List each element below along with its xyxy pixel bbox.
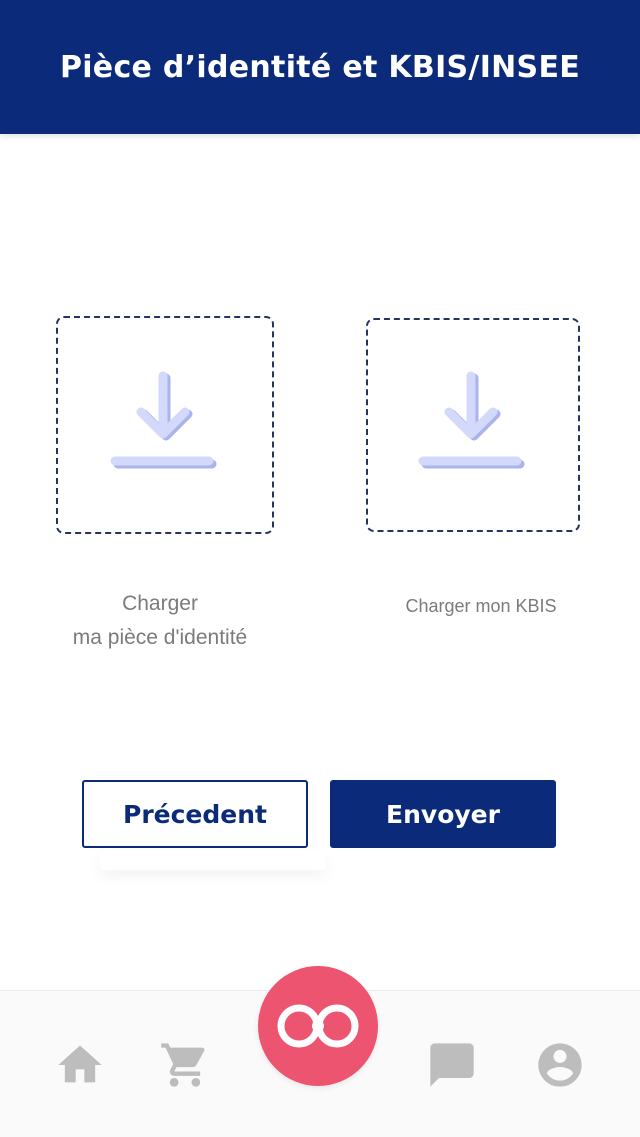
upload-id-label-line1: Charger <box>122 592 198 615</box>
nav-chat[interactable] <box>426 1039 478 1091</box>
upload-kbis-dropzone[interactable] <box>366 318 580 532</box>
send-button[interactable]: Envoyer <box>330 780 556 848</box>
upload-id-label-line2: ma pièce d'identité <box>72 626 248 649</box>
previous-button[interactable]: Précedent <box>82 780 308 848</box>
page-title: Pièce d’identité et KBIS/INSEE <box>59 49 581 85</box>
upload-kbis-label: Charger mon KBIS <box>405 596 557 616</box>
app-header: Pièce d’identité et KBIS/INSEE <box>0 0 640 134</box>
center-action-button[interactable] <box>258 966 378 1086</box>
nav-home[interactable] <box>54 1039 106 1091</box>
upload-id-dropzone[interactable] <box>56 316 274 534</box>
nav-account[interactable] <box>534 1039 586 1091</box>
infinity-logo-icon <box>277 1004 359 1048</box>
account-icon <box>538 1043 582 1087</box>
chat-icon <box>430 1043 474 1087</box>
cart-icon <box>161 1043 205 1087</box>
home-icon <box>58 1045 102 1083</box>
download-icon <box>110 371 217 469</box>
download-icon <box>418 371 525 469</box>
button-shadow <box>100 850 326 870</box>
upload-id-label: Charger ma pièce d'identité <box>40 587 280 655</box>
nav-cart[interactable] <box>159 1039 211 1091</box>
